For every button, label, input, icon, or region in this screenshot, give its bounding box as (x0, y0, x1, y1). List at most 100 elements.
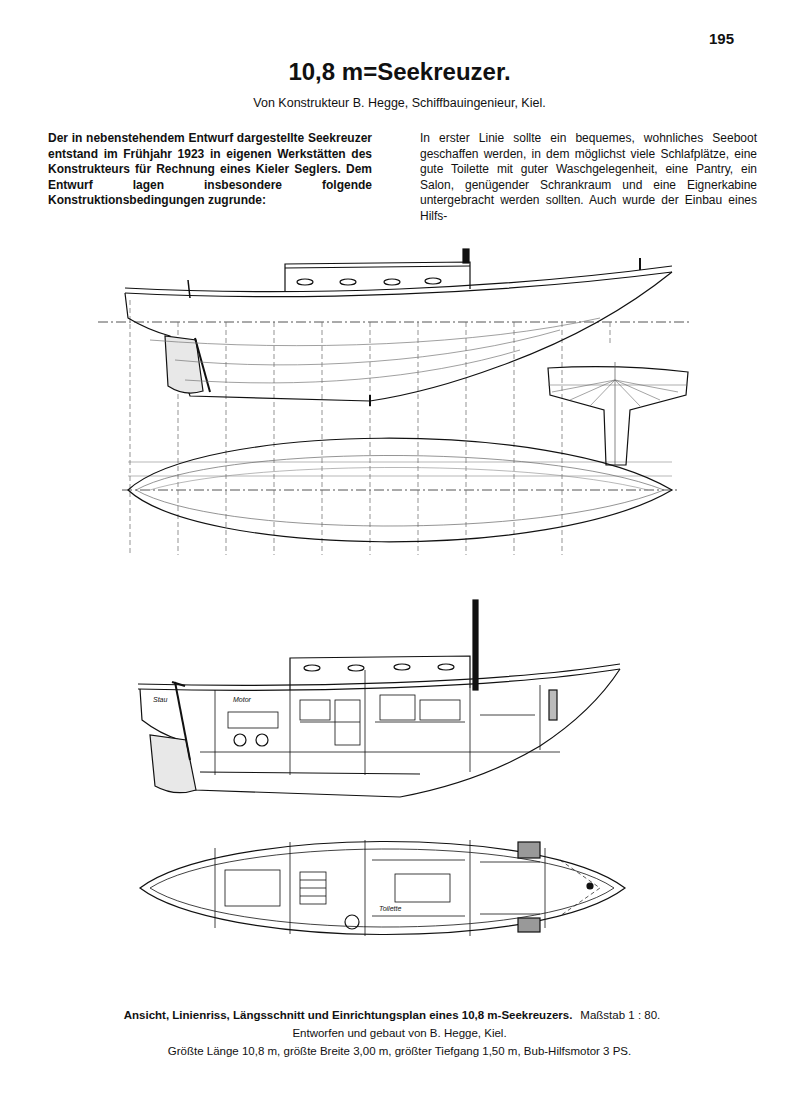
longitudinal-section-line-line (380, 695, 415, 720)
sheer-profile-line (639, 258, 641, 270)
page-number: 195 (690, 30, 734, 47)
accommodation-plan-line (587, 883, 593, 889)
grid-lines-line (98, 322, 692, 323)
longitudinal-section-line (138, 664, 620, 685)
accommodation-plan-line-line (470, 840, 471, 936)
longitudinal-section-line-line (365, 670, 366, 775)
body-text: Der in nebenstehendem Entwurf dargestell… (48, 131, 372, 209)
sheer-profile-line (150, 318, 600, 346)
sheer-profile-line (125, 266, 672, 292)
grid-lines-line (122, 490, 678, 491)
longitudinal-section-line-line (290, 690, 291, 775)
longitudinal-section-line (172, 682, 185, 686)
half-breadth-plan-line (150, 467, 648, 490)
sheer-profile-line (185, 350, 520, 383)
accommodation-plan-line-line (215, 848, 216, 928)
accommodation-plan-line-line (395, 874, 450, 902)
room-label: Motor (232, 696, 252, 703)
accommodation-plan-line (345, 915, 359, 929)
grid-lines-line-line (226, 322, 227, 555)
body-plan-line (548, 385, 688, 386)
longitudinal-section-line (140, 669, 620, 797)
accommodation-plan-line (518, 842, 540, 858)
longitudinal-section-line (150, 735, 196, 793)
accommodation-plan-line-line (300, 872, 326, 904)
longitudinal-section-line (138, 669, 620, 690)
accommodation-plan (140, 840, 625, 936)
sheer-profile-line (369, 395, 371, 406)
half-breadth-plan (128, 438, 672, 542)
half-breadth-plan-line (136, 455, 664, 526)
dimensions-note: Größte Länge 10,8 m, größte Breite 3,00 … (0, 1045, 799, 1057)
grid-lines-line (128, 476, 672, 477)
longitudinal-section-line-line (420, 700, 460, 720)
body-plan-line (615, 362, 616, 465)
longitudinal-section-line-line (228, 712, 278, 728)
grid-lines-line-line (466, 322, 467, 555)
figure-caption: Ansicht, Linienriss, Längsschnitt und Ei… (124, 1009, 573, 1021)
longitudinal-section-line-line (540, 685, 541, 750)
longitudinal-section (138, 600, 620, 797)
accommodation-plan-line-line (372, 916, 465, 917)
page-title: 10,8 m=Seekreuzer. (0, 58, 799, 86)
grid-lines (98, 300, 692, 555)
accommodation-plan-line-line (300, 896, 326, 897)
longitudinal-section-line-line (300, 722, 360, 723)
accommodation-plan-line (140, 841, 625, 934)
longitudinal-section-line (438, 664, 454, 670)
longitudinal-section-line (290, 656, 470, 690)
longitudinal-section-line-line (470, 688, 471, 772)
builder-note: Entworfen und gebaut von B. Hegge, Kiel. (0, 1027, 799, 1039)
sheer-profile-line (125, 272, 672, 297)
accommodation-plan-line-line (300, 880, 326, 881)
longitudinal-section-line-line (375, 722, 465, 723)
sheer-profile (125, 249, 672, 406)
longitudinal-section-line (175, 682, 190, 760)
scale-note: Maßstab 1 : 80. (580, 1009, 660, 1021)
room-label: Toilette (378, 905, 402, 912)
author-line: Von Konstrukteur B. Hegge, Schiffbauinge… (0, 96, 799, 110)
longitudinal-section-line-line (335, 700, 360, 745)
accommodation-plan-line-line (372, 860, 465, 861)
room-label: Stau (152, 696, 168, 703)
accommodation-plan-line-line (480, 862, 540, 863)
body-plan-line (548, 367, 688, 465)
accommodation-plan-line-line (365, 840, 366, 936)
sheer-profile-line (188, 280, 190, 298)
sheer-profile-line (175, 330, 560, 365)
longitudinal-section-line (304, 665, 320, 671)
grid-lines-line-line (562, 322, 563, 555)
accommodation-plan-line-line (225, 870, 280, 906)
longitudinal-section-line (200, 772, 420, 774)
sheer-profile-line (125, 272, 672, 401)
half-breadth-plan-line (128, 438, 672, 542)
longitudinal-section-line (348, 665, 364, 671)
sheer-profile-line (195, 338, 210, 392)
longitudinal-section-line-line (480, 715, 535, 716)
accommodation-plan-line-line (300, 888, 326, 889)
sheer-profile-line (425, 278, 441, 284)
longitudinal-section-line-line (200, 752, 560, 753)
grid-lines-line-line (610, 322, 611, 345)
accommodation-plan-line (560, 860, 600, 916)
sheer-profile-line (463, 249, 469, 263)
longitudinal-section-line-line (300, 700, 330, 720)
sheer-profile-line (285, 266, 470, 268)
longitudinal-section-line (394, 664, 410, 670)
longitudinal-section-line (234, 734, 246, 746)
sheer-profile-line (297, 279, 313, 285)
longitudinal-section-line (549, 690, 557, 720)
accommodation-plan-line (518, 918, 540, 932)
body-text: In erster Linie sollte ein bequemes, woh… (420, 131, 757, 224)
grid-lines-line-line (130, 300, 131, 555)
longitudinal-section-line (473, 600, 478, 690)
longitudinal-section-line (200, 670, 560, 775)
sheer-profile-line (340, 279, 356, 285)
body-plan (548, 362, 688, 465)
sheer-profile-line (285, 262, 470, 291)
accommodation-plan-line (215, 840, 545, 936)
accommodation-plan-line-line (480, 914, 540, 915)
longitudinal-section-line-line (215, 690, 216, 775)
grid-lines-line (128, 462, 672, 463)
